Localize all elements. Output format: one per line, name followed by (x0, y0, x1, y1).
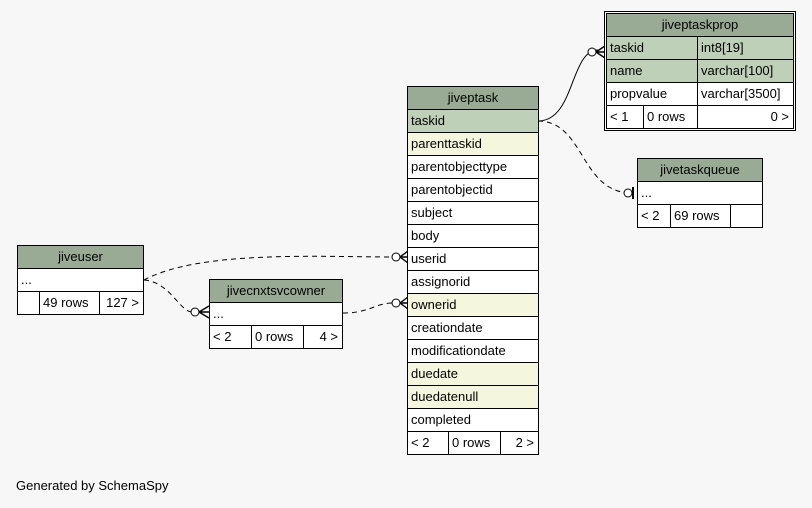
children-count: 4 > (303, 326, 342, 348)
column-row: modificationdate (408, 340, 538, 363)
column-row: creationdate (408, 317, 538, 340)
link-taskprop-task-optional (587, 47, 597, 57)
table-jivetaskqueue[interactable]: jivetaskqueue ... < 2 69 rows (637, 158, 763, 228)
table-header[interactable]: jiveuser (18, 246, 143, 269)
table-footer: 49 rows 127 > (18, 292, 143, 314)
column-row: parenttaskid (408, 133, 538, 156)
column-type: varchar[100] (697, 60, 793, 82)
children-count: 127 > (99, 292, 143, 314)
link-taskqueue-task-optional (623, 188, 633, 198)
column-name: duedatenull (411, 389, 479, 404)
parents-count: < 2 (641, 208, 660, 223)
link-task-user (143, 255, 396, 281)
table-footer: < 2 0 rows 4 > (210, 326, 342, 348)
column-row: taskid (408, 110, 538, 133)
link-task-user-crowfoot (399, 250, 409, 264)
column-row: completed (408, 409, 538, 432)
link-task-svcowner-crowfoot (399, 296, 409, 310)
column-row: ownerid (408, 294, 538, 317)
row-count: 0 rows (251, 326, 303, 348)
column-name: userid (411, 251, 447, 266)
link-svcowner-user-crowfoot (198, 305, 210, 319)
column-name: name (610, 63, 643, 78)
table-jiveptask[interactable]: jiveptask taskid parenttaskid parentobje… (407, 86, 539, 455)
parents-count: < 1 (610, 109, 629, 124)
children-count (730, 205, 762, 227)
column-name: completed (411, 412, 471, 427)
column-name: modificationdate (411, 343, 506, 358)
column-row: userid (408, 248, 538, 271)
table-header[interactable]: jiveptask (408, 87, 538, 110)
column-name: propvalue (610, 86, 668, 101)
parents-count: < 2 (213, 329, 232, 344)
column-row: name varchar[100] (607, 60, 793, 83)
table-footer: < 2 0 rows 2 > (408, 432, 538, 454)
column-row: parentobjectid (408, 179, 538, 202)
column-name: parenttaskid (411, 136, 482, 151)
column-name: ... (641, 185, 652, 200)
table-footer: < 1 0 rows 0 > (607, 106, 793, 128)
column-name: ... (213, 306, 224, 321)
table-header[interactable]: jiveptaskprop (607, 14, 793, 37)
column-row: ... (638, 182, 762, 205)
children-count: 2 > (500, 432, 538, 454)
children-count: 0 > (697, 106, 793, 128)
column-name: subject (411, 205, 453, 220)
column-name: duedate (411, 366, 458, 381)
column-row: parentobjecttype (408, 156, 538, 179)
column-name: body (411, 228, 440, 243)
link-task-svcowner (342, 302, 394, 314)
row-count: 49 rows (39, 292, 99, 314)
parents-count: < 2 (411, 435, 430, 450)
table-header[interactable]: jivecnxtsvcowner (210, 280, 342, 303)
column-name: assignorid (411, 274, 471, 289)
parents-count (18, 292, 39, 314)
column-row: propvalue varchar[3500] (607, 83, 793, 106)
table-jiveuser[interactable]: jiveuser ... 49 rows 127 > (17, 245, 144, 315)
generated-by-text: Generated by SchemaSpy (16, 478, 169, 493)
column-name: parentobjectid (411, 182, 493, 197)
link-svcowner-user-optional (190, 307, 200, 317)
table-footer: < 2 69 rows (638, 205, 762, 227)
link-taskprop-task-crowfoot (595, 45, 606, 59)
column-type: varchar[3500] (697, 83, 793, 105)
column-row: duedate (408, 363, 538, 386)
column-row: ... (18, 269, 143, 292)
row-count: 0 rows (448, 432, 500, 454)
table-header[interactable]: jivetaskqueue (638, 159, 762, 182)
column-name: ownerid (411, 297, 457, 312)
column-name: taskid (411, 113, 445, 128)
column-row: duedatenull (408, 386, 538, 409)
column-name: taskid (610, 40, 644, 55)
column-row: ... (210, 303, 342, 326)
link-taskqueue-task (537, 120, 633, 194)
column-row: taskid int8[19] (607, 37, 793, 60)
column-name: ... (21, 272, 32, 287)
column-row: body (408, 225, 538, 248)
table-jiveptaskprop[interactable]: jiveptaskprop taskid int8[19] name varch… (604, 11, 796, 131)
column-row: subject (408, 202, 538, 225)
column-row: assignorid (408, 271, 538, 294)
table-jivecnxtsvcowner[interactable]: jivecnxtsvcowner ... < 2 0 rows 4 > (209, 279, 343, 349)
row-count: 0 rows (643, 106, 697, 128)
link-svcowner-user (143, 279, 193, 313)
column-type: int8[19] (697, 37, 793, 59)
row-count: 69 rows (670, 205, 730, 227)
column-name: creationdate (411, 320, 483, 335)
link-task-user-optional (391, 252, 401, 262)
column-name: parentobjecttype (411, 159, 508, 174)
link-taskprop-task (537, 49, 599, 122)
link-task-svcowner-optional (391, 298, 401, 308)
